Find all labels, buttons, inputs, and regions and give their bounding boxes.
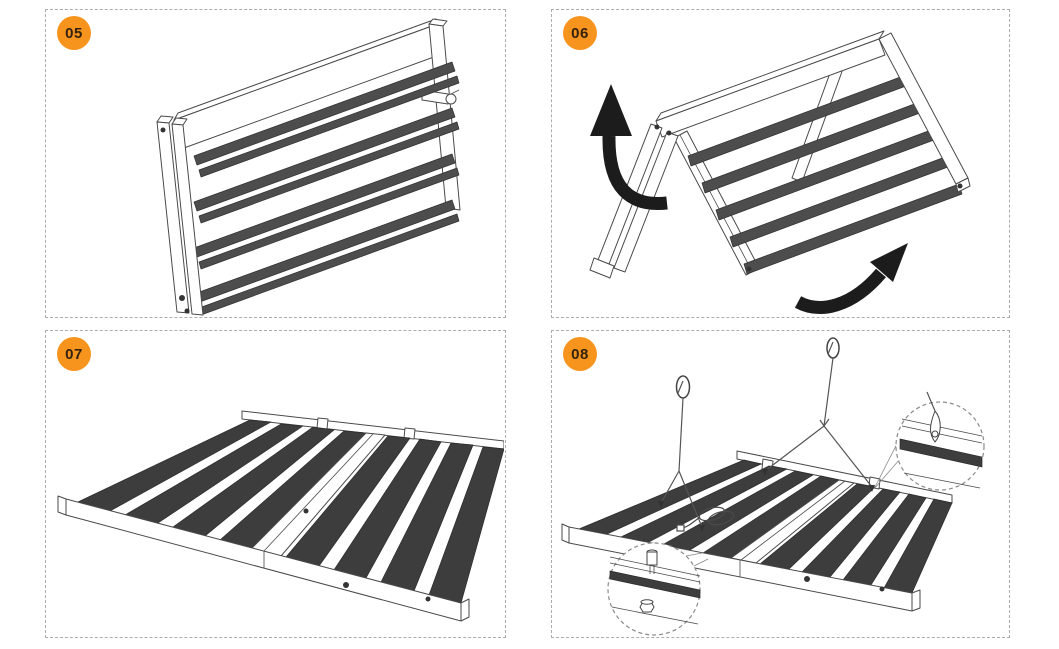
- left-hanger: [658, 375, 705, 532]
- step-panel-06: 06: [551, 9, 1010, 318]
- step-number-badge: 05: [57, 16, 91, 50]
- hanging-installation-illustration: [561, 337, 985, 636]
- step-panel-05: 05: [45, 9, 506, 318]
- step-panel-08: 08: [551, 330, 1010, 638]
- unfolding-fixture-illustration: [589, 30, 971, 314]
- step-number: 06: [571, 24, 589, 42]
- unfolded-fixture-illustration: [57, 410, 504, 622]
- folded-fixture-illustration: [156, 18, 461, 316]
- unfold-arrow-right-icon: [794, 243, 908, 314]
- hanging-wire: [764, 357, 873, 488]
- step-number: 05: [65, 24, 83, 42]
- unfold-arrow-up-icon: [590, 84, 668, 211]
- detail-callout-hook: [873, 391, 985, 491]
- light-bars: [193, 61, 460, 316]
- carabiner-gate: [827, 341, 834, 355]
- light-bars: [578, 459, 953, 594]
- detail-callout-screw: [607, 542, 709, 636]
- folded-fixture: [156, 18, 461, 316]
- light-bars: [687, 75, 963, 275]
- right-hanger: [762, 337, 875, 492]
- unfolding-fixture: [589, 30, 971, 279]
- step-number-badge: 06: [563, 16, 597, 50]
- step-panel-07: 07: [45, 330, 506, 638]
- step-number-badge: 08: [563, 337, 597, 371]
- unfolded-fixture: [57, 410, 504, 622]
- carabiner-gate: [677, 380, 684, 394]
- step-number: 08: [571, 345, 589, 363]
- step-number: 07: [65, 345, 83, 363]
- coiled-cable: [676, 506, 735, 532]
- step-number-badge: 07: [57, 337, 91, 371]
